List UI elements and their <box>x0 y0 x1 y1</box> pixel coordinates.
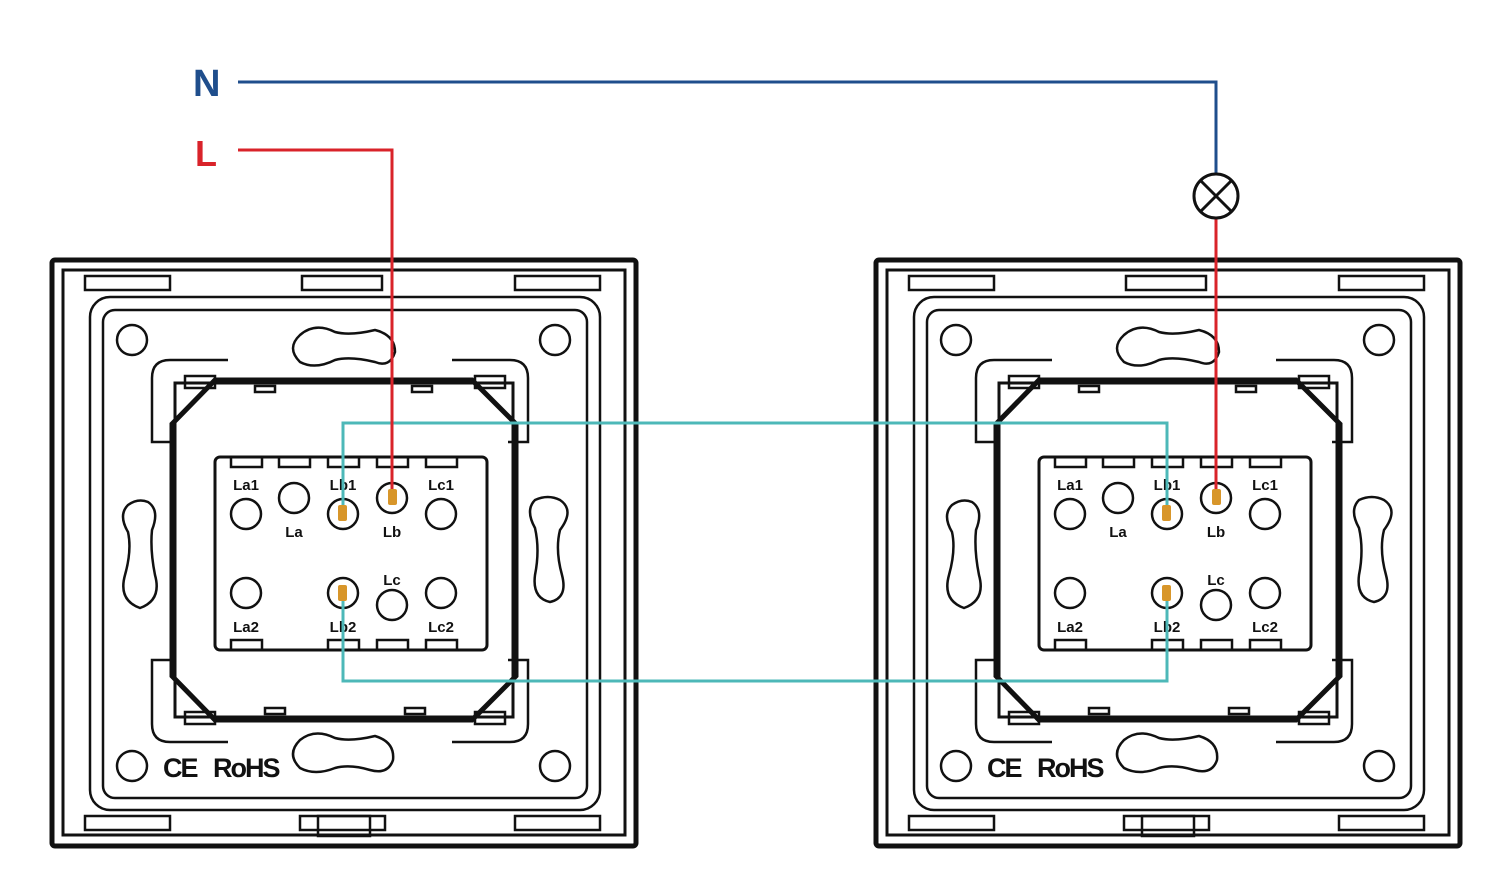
terminal-label: La <box>285 524 303 541</box>
terminal-contacts <box>338 489 1221 601</box>
terminal-lc2 <box>424 576 458 610</box>
switch-right: La1 La Lb1 Lb Lc1 La2 Lb2 Lc Lc2 CE RoHS <box>873 257 1463 849</box>
ce-mark: CE <box>163 753 197 783</box>
outer-frame <box>873 257 1463 849</box>
terminal-label: La1 <box>1057 477 1083 494</box>
terminal-label: Lc1 <box>1252 477 1278 494</box>
terminal-la1 <box>1053 497 1087 531</box>
terminal-label: La <box>1109 524 1127 541</box>
outer-frame <box>49 257 639 849</box>
neutral-wire <box>238 80 1218 174</box>
terminal-label: Lc2 <box>428 619 454 636</box>
terminal-lc1 <box>424 497 458 531</box>
rohs-mark: RoHS <box>1037 753 1103 783</box>
terminal-label: Lc <box>383 572 401 589</box>
certification-marks: CE RoHS <box>163 753 281 783</box>
module-brackets <box>150 358 530 744</box>
inner-frame <box>885 268 1451 837</box>
switch-module <box>993 377 1343 723</box>
terminal-la <box>1101 481 1135 515</box>
terminal-contact <box>388 489 397 505</box>
terminals <box>229 481 458 622</box>
terminal-label: Lc2 <box>1252 619 1278 636</box>
terminal-lc <box>1199 588 1233 622</box>
ce-mark: CE <box>987 753 1021 783</box>
terminal-label: La2 <box>233 619 259 636</box>
terminal-contact <box>1212 489 1221 505</box>
inner-frame <box>61 268 627 837</box>
traveler-wire-2 <box>341 593 1169 683</box>
screw-holes <box>939 323 1396 783</box>
terminal-label: La1 <box>233 477 259 494</box>
corner-clips <box>1007 374 1331 726</box>
terminal-lc2 <box>1248 576 1282 610</box>
switch-left: La1 La Lb1 Lb Lc1 La2 Lb2 Lc Lc2 CE RoHS <box>49 257 639 849</box>
terminal-label: La2 <box>1057 619 1083 636</box>
certification-marks: CE RoHS <box>987 753 1105 783</box>
traveler-wire-1 <box>341 421 1169 514</box>
keyhole-slots <box>121 326 569 774</box>
terminal-la <box>277 481 311 515</box>
terminal-contact <box>1162 505 1171 521</box>
mounting-plate-outer <box>88 295 602 812</box>
terminal-label: Lb <box>1207 524 1225 541</box>
terminal-labels: La1 La Lb1 Lb Lc1 La2 Lb2 Lc Lc2 <box>233 477 454 636</box>
keyhole-slots <box>945 326 1393 774</box>
live-wire <box>238 148 394 498</box>
mounting-plate-inner <box>925 308 1413 800</box>
corner-clips <box>183 374 507 726</box>
screw-holes <box>115 323 572 783</box>
module-brackets <box>974 358 1354 744</box>
terminal-contact <box>338 585 347 601</box>
terminal-label: Lb <box>383 524 401 541</box>
rohs-mark: RoHS <box>213 753 279 783</box>
frame-tabs <box>907 274 1426 838</box>
lamp-icon <box>1192 172 1240 220</box>
terminal-contact <box>1162 585 1171 601</box>
terminal-lc1 <box>1248 497 1282 531</box>
terminal-contact <box>338 505 347 521</box>
terminals <box>1053 481 1282 622</box>
wires <box>238 80 1218 683</box>
mounting-plate-inner <box>101 308 589 800</box>
terminal-label: Lc1 <box>428 477 454 494</box>
module-body <box>173 381 515 719</box>
neutral-label: N <box>193 63 220 105</box>
live-label: L <box>195 133 217 174</box>
frame-tabs <box>83 274 602 838</box>
switch-module <box>169 377 519 723</box>
terminal-lc <box>375 588 409 622</box>
terminal-la2 <box>1053 576 1087 610</box>
module-body <box>997 381 1339 719</box>
terminal-label: Lc <box>1207 572 1225 589</box>
terminal-la1 <box>229 497 263 531</box>
terminal-la2 <box>229 576 263 610</box>
mounting-plate-outer <box>912 295 1426 812</box>
